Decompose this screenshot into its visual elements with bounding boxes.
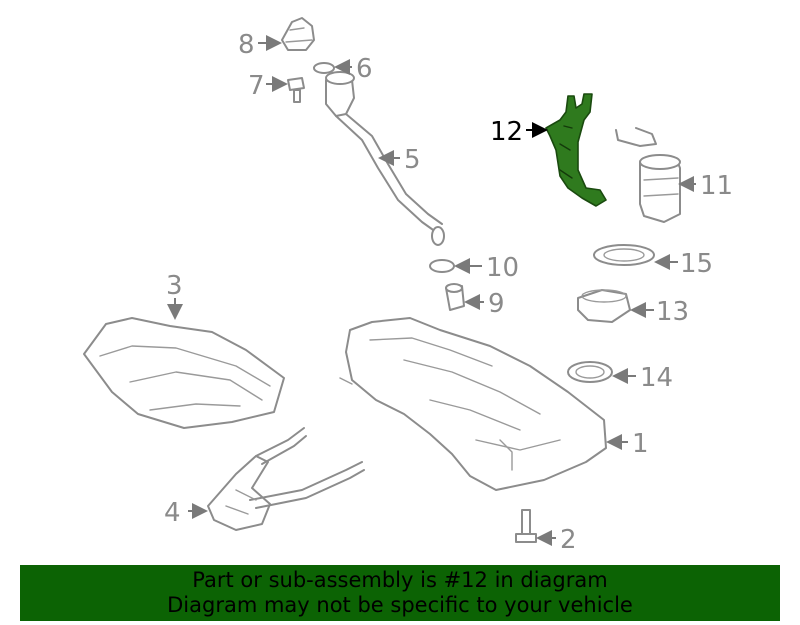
callout-2: 2 — [560, 525, 577, 555]
callout-12: 12 — [490, 117, 523, 147]
part-11-fuel-pump[interactable] — [615, 127, 681, 223]
callout-4: 4 — [164, 498, 181, 528]
callout-1: 1 — [632, 429, 649, 459]
part-14-gasket[interactable] — [567, 361, 613, 383]
part-13-retainer[interactable] — [577, 289, 631, 323]
part-10-clamp[interactable] — [429, 259, 455, 273]
part-15-lock-ring[interactable] — [593, 244, 655, 266]
banner-line-1: Part or sub-assembly is #12 in diagram — [192, 568, 608, 592]
part-8-filler-cap[interactable] — [281, 17, 315, 51]
part-9-grommet[interactable] — [445, 283, 465, 311]
part-4-bracket-straps[interactable] — [207, 427, 365, 531]
callout-11: 11 — [700, 171, 733, 201]
callout-15: 15 — [680, 249, 713, 279]
part-2-bolt[interactable] — [515, 509, 537, 543]
part-7-bolt[interactable] — [287, 77, 305, 103]
callout-5: 5 — [404, 145, 421, 175]
callout-7: 7 — [248, 71, 265, 101]
callout-3: 3 — [166, 271, 183, 301]
callout-14: 14 — [640, 363, 673, 393]
parts-diagram: 8 6 7 5 10 9 3 4 1 2 12 11 15 13 14 — [83, 17, 733, 555]
callout-10: 10 — [486, 253, 519, 283]
info-banner: Part or sub-assembly is #12 in diagram D… — [20, 565, 780, 621]
callout-13: 13 — [656, 297, 689, 327]
part-3-heat-shield[interactable] — [83, 317, 285, 429]
callout-9: 9 — [488, 289, 505, 319]
part-6-seal-ring[interactable] — [313, 62, 335, 74]
callout-6: 6 — [356, 54, 373, 84]
banner-line-2: Diagram may not be specific to your vehi… — [167, 593, 633, 617]
leader-lines — [167, 35, 696, 546]
part-1-fuel-tank[interactable] — [339, 317, 607, 491]
callout-8: 8 — [238, 30, 255, 60]
part-12-fuel-level-sender[interactable] — [545, 93, 607, 207]
